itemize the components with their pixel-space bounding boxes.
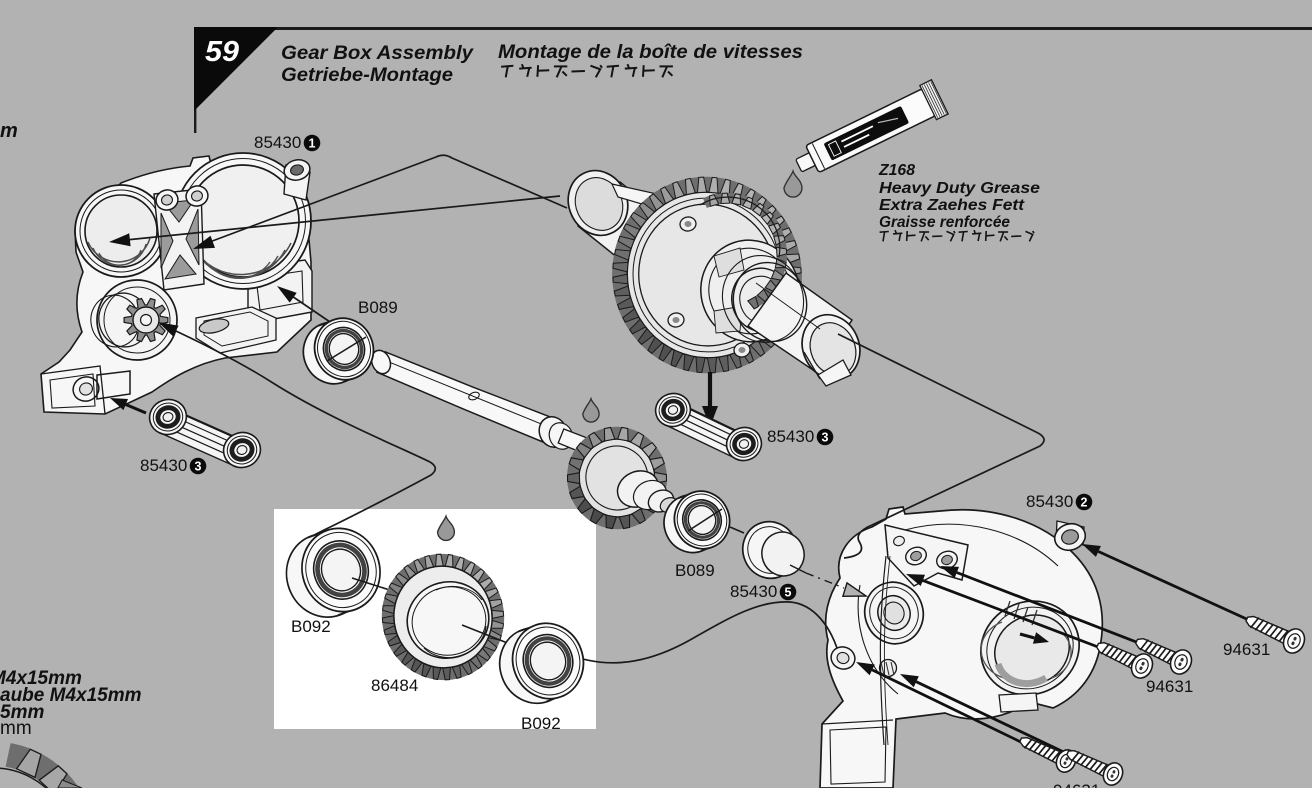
svg-text:Extra Zaehes Fett: Extra Zaehes Fett [879,197,1025,214]
svg-text:5mm: 5mm [0,702,44,723]
svg-text:mm: mm [0,718,32,739]
svg-text:85430: 85430 [730,582,777,601]
svg-text:B089: B089 [358,298,398,317]
svg-text:2: 2 [1081,495,1088,509]
svg-text:Montage de la boîte de vitesse: Montage de la boîte de vitesses [498,42,803,63]
svg-text:85430: 85430 [140,456,187,475]
svg-text:Z168: Z168 [878,162,915,179]
svg-text:Gear Box Assembly: Gear Box Assembly [281,43,475,64]
svg-text:1: 1 [309,136,316,150]
svg-text:Getriebe-Montage: Getriebe-Montage [281,65,453,86]
svg-text:B089: B089 [675,561,715,580]
svg-text:B092: B092 [291,617,331,636]
svg-text:3: 3 [195,459,202,473]
svg-text:M4x15mm: M4x15mm [0,668,82,689]
svg-text:94631: 94631 [1223,640,1270,659]
svg-text:Graisse renforcée: Graisse renforcée [879,214,1010,231]
svg-text:86484: 86484 [371,676,418,695]
svg-text:aube M4x15mm: aube M4x15mm [0,685,142,706]
svg-text:m: m [0,120,18,142]
svg-text:85430: 85430 [767,427,814,446]
svg-text:59: 59 [205,36,239,68]
svg-text:B092: B092 [521,714,561,733]
svg-text:5: 5 [785,585,792,599]
svg-text:3: 3 [822,430,829,444]
svg-text:85430: 85430 [1026,492,1073,511]
svg-text:Heavy Duty Grease: Heavy Duty Grease [879,180,1040,197]
svg-text:94631: 94631 [1146,677,1193,696]
svg-text:94631: 94631 [1053,781,1100,788]
svg-text:85430: 85430 [254,133,301,152]
